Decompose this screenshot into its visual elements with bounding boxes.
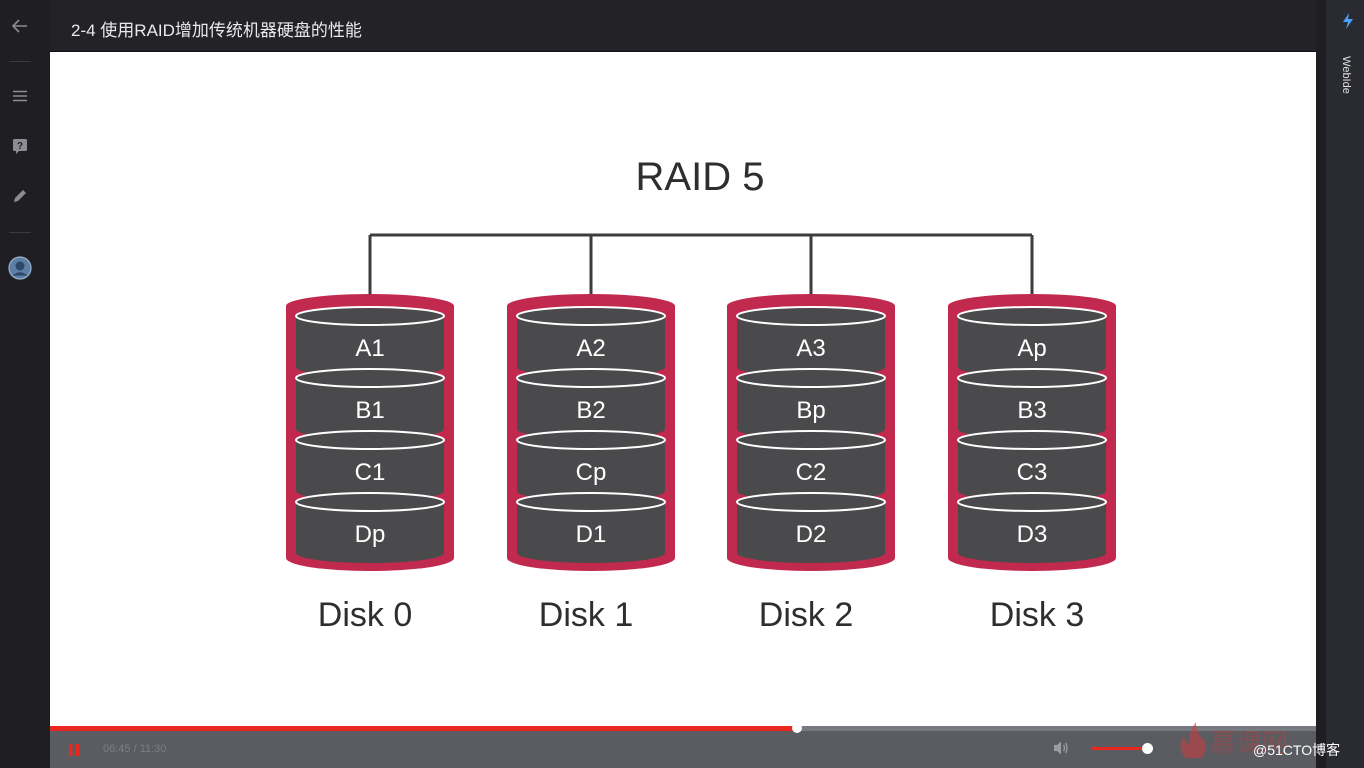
disk-block-top bbox=[516, 430, 666, 450]
disk-block-top bbox=[295, 430, 445, 450]
volume-button[interactable] bbox=[1052, 740, 1070, 761]
disk-block bbox=[958, 316, 1106, 377]
notes-button[interactable] bbox=[0, 176, 40, 216]
block-label: C2 bbox=[796, 459, 827, 486]
disk-block-top bbox=[295, 368, 445, 388]
disk-block-top bbox=[736, 492, 886, 512]
disk-label: Disk 1 bbox=[539, 596, 633, 634]
left-sidebar: ? bbox=[0, 0, 40, 768]
disk-block bbox=[737, 316, 885, 377]
lesson-title: 2-4 使用RAID增加传统机器硬盘的性能 bbox=[71, 21, 362, 40]
sidebar-divider bbox=[9, 61, 31, 62]
volume-knob[interactable] bbox=[1141, 743, 1153, 754]
disk-block bbox=[296, 316, 444, 377]
block-label: C3 bbox=[1017, 459, 1048, 486]
disk-block-top bbox=[295, 492, 445, 512]
pause-button[interactable] bbox=[62, 738, 86, 762]
back-button[interactable] bbox=[0, 6, 40, 46]
disk-label: Disk 0 bbox=[318, 596, 412, 634]
disk-block bbox=[958, 502, 1106, 563]
webide-label: WebIde bbox=[1340, 56, 1352, 94]
question-button[interactable]: ? bbox=[0, 126, 40, 166]
disk-block bbox=[296, 440, 444, 501]
block-label: C1 bbox=[355, 459, 386, 486]
block-label: Cp bbox=[576, 459, 607, 486]
pause-icon bbox=[69, 744, 79, 756]
block-label: D3 bbox=[1017, 521, 1048, 548]
progress-knob[interactable] bbox=[791, 723, 802, 733]
pencil-icon bbox=[14, 190, 26, 202]
volume-fill bbox=[1091, 747, 1147, 750]
disk-block-top bbox=[516, 306, 666, 326]
disk-block bbox=[517, 316, 665, 377]
webide-icon[interactable] bbox=[1340, 12, 1356, 35]
disk-block-top bbox=[957, 368, 1107, 388]
disk-block bbox=[517, 502, 665, 563]
flame-logo-icon: 慕课网 bbox=[1172, 718, 1312, 768]
block-label: B3 bbox=[1017, 397, 1046, 424]
disk-block bbox=[737, 502, 885, 563]
list-icon bbox=[13, 90, 27, 102]
block-label: Dp bbox=[355, 521, 386, 548]
lesson-header: 2-4 使用RAID增加传统机器硬盘的性能 bbox=[50, 0, 1316, 52]
question-icon: ? bbox=[13, 139, 27, 154]
disk-block bbox=[296, 378, 444, 439]
right-panel[interactable] bbox=[1326, 0, 1364, 768]
volume-icon bbox=[1054, 741, 1068, 755]
disk-block bbox=[958, 378, 1106, 439]
disk-block-top bbox=[957, 492, 1107, 512]
block-label: Bp bbox=[796, 397, 825, 424]
progress-fill bbox=[50, 726, 797, 731]
block-label: A2 bbox=[576, 335, 605, 362]
disk-label: Disk 2 bbox=[759, 596, 853, 634]
progress-bar[interactable] bbox=[50, 723, 1316, 733]
slide-title: RAID 5 bbox=[636, 155, 765, 199]
time-display: 06:45 / 11:30 bbox=[103, 743, 167, 755]
disk-block-top bbox=[957, 306, 1107, 326]
disk-block bbox=[737, 440, 885, 501]
disk-block-top bbox=[295, 306, 445, 326]
block-label: A1 bbox=[355, 335, 384, 362]
block-label: B1 bbox=[355, 397, 384, 424]
disk-block bbox=[296, 502, 444, 563]
svg-text:?: ? bbox=[17, 141, 23, 152]
menu-button[interactable] bbox=[0, 76, 40, 116]
disk-block bbox=[517, 440, 665, 501]
disk-block-top bbox=[736, 430, 886, 450]
disk-block-top bbox=[736, 368, 886, 388]
volume-slider[interactable] bbox=[1091, 743, 1153, 754]
svg-text:慕课网: 慕课网 bbox=[1210, 729, 1288, 759]
disk-block-top bbox=[736, 306, 886, 326]
block-label: D1 bbox=[576, 521, 607, 548]
disk-block bbox=[737, 378, 885, 439]
disk-label: Disk 3 bbox=[990, 596, 1084, 634]
watermark-text: @51CTO博客 bbox=[1253, 742, 1341, 758]
disk-block-top bbox=[516, 492, 666, 512]
sidebar-divider bbox=[9, 232, 31, 233]
block-label: Ap bbox=[1017, 335, 1046, 362]
block-label: B2 bbox=[576, 397, 605, 424]
disk-block-top bbox=[957, 430, 1107, 450]
disk-block bbox=[958, 440, 1106, 501]
block-label: D2 bbox=[796, 521, 827, 548]
avatar-icon bbox=[8, 256, 32, 280]
block-label: A3 bbox=[796, 335, 825, 362]
disk-block bbox=[517, 378, 665, 439]
disk-block-top bbox=[516, 368, 666, 388]
back-arrow-icon bbox=[12, 19, 27, 33]
webide-tab[interactable]: WebIde bbox=[1334, 55, 1358, 95]
user-avatar[interactable] bbox=[0, 248, 40, 288]
parity-connectors bbox=[368, 233, 1034, 316]
